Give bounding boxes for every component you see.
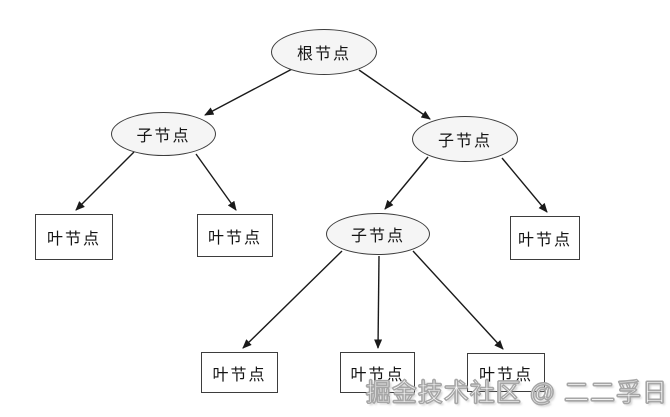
edge-child-left-to-leaf-2: [195, 153, 237, 211]
node-leaf-6-label: 叶节点: [478, 366, 533, 384]
node-leaf-5: 叶节点: [340, 352, 415, 393]
node-child-right-label: 子节点: [437, 133, 492, 150]
node-leaf-5-label: 叶节点: [350, 366, 405, 384]
node-leaf-3: 叶节点: [510, 216, 580, 260]
edge-child-right-to-leaf-3: [501, 157, 548, 213]
node-leaf-4: 叶节点: [201, 352, 278, 393]
node-leaf-4-label: 叶节点: [212, 366, 267, 384]
node-child-left-label: 子节点: [136, 128, 191, 145]
edge-child-mid-to-leaf-6: [412, 250, 504, 350]
edge-root-to-child-right: [358, 69, 431, 120]
edge-child-mid-to-leaf-5: [374, 255, 383, 349]
node-child-left: 子节点: [111, 112, 216, 156]
node-leaf-1: 叶节点: [35, 214, 113, 260]
node-leaf-3-label: 叶节点: [517, 232, 572, 249]
node-root-label: 根节点: [296, 46, 351, 63]
node-leaf-6: 叶节点: [467, 353, 545, 392]
node-child-mid-label: 子节点: [350, 228, 405, 245]
node-leaf-1-label: 叶节点: [46, 231, 101, 248]
watermark: 掘金技术社区 @ 二二孚日: [365, 378, 668, 407]
node-root: 根节点: [271, 29, 377, 75]
edge-child-right-to-child-mid: [384, 156, 429, 210]
edge-root-to-child-left: [204, 67, 295, 116]
edge-child-mid-to-leaf-4: [242, 250, 343, 349]
node-leaf-2: 叶节点: [197, 214, 273, 257]
node-leaf-2-label: 叶节点: [207, 229, 262, 247]
node-child-mid: 子节点: [326, 213, 430, 255]
edge-child-left-to-leaf-1: [75, 151, 135, 211]
node-child-right: 子节点: [412, 116, 518, 162]
